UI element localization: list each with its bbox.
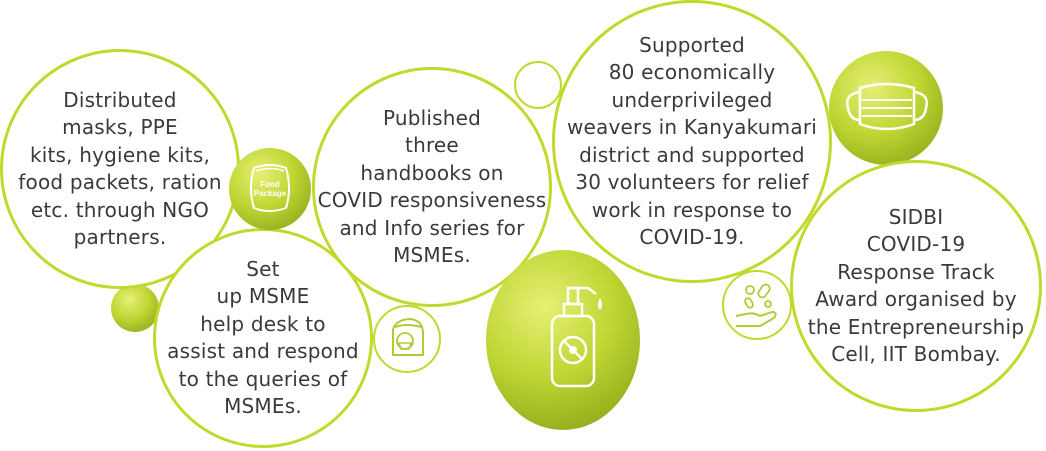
- face-shield-ring: [373, 305, 441, 373]
- text-line: weavers in Kanyakumari: [567, 115, 817, 139]
- text-line: masks, PPE: [62, 115, 178, 139]
- face-shield-icon: [385, 315, 429, 363]
- text-line: COVID responsiveness: [317, 188, 547, 212]
- text-line: Distributed: [63, 87, 177, 112]
- text-line: MSMEs.: [224, 394, 302, 418]
- text-line: partners.: [73, 225, 167, 249]
- text-line: work in response to: [591, 197, 793, 222]
- bubble-award: SIDBI COVID-19 Response Track Award orga…: [790, 160, 1042, 412]
- text-line: Supported: [639, 32, 745, 57]
- bubble-handbooks: Published three handbooks on COVID respo…: [312, 67, 552, 307]
- bubble-award-text: SIDBI COVID-19 Response Track Award orga…: [808, 204, 1024, 369]
- bubble-helpdesk-text: Set up MSME help desk to assist and resp…: [167, 256, 359, 421]
- bubble-weavers-text: Supported 80 economically underprivilege…: [567, 32, 817, 252]
- food-label-line2: Package: [254, 189, 287, 198]
- text-line: Response Track: [837, 259, 995, 284]
- text-line: Set: [246, 256, 280, 281]
- text-line: COVID-19: [866, 232, 966, 256]
- text-line: food packets, ration: [18, 170, 222, 194]
- text-line: up MSME: [216, 284, 310, 308]
- text-line: the Entrepreneurship: [807, 314, 1025, 339]
- decor-ball-small: [111, 284, 159, 332]
- text-line: Published: [382, 105, 482, 130]
- text-line: to the queries of: [178, 366, 348, 391]
- food-label-line1: Food: [260, 180, 280, 189]
- text-line: COVID-19.: [639, 225, 745, 249]
- face-mask-icon: [842, 80, 932, 134]
- text-line: kits, hygiene kits,: [29, 142, 211, 167]
- bubble-distribution-text: Distributed masks, PPE kits, hygiene kit…: [18, 87, 221, 252]
- text-line: and Info series for: [339, 215, 525, 240]
- text-line: three: [405, 133, 459, 157]
- bubble-helpdesk: Set up MSME help desk to assist and resp…: [153, 228, 373, 448]
- decor-ring-small: [514, 61, 562, 109]
- medicine-hand-ring: [722, 270, 792, 340]
- text-line: 30 volunteers for relief: [575, 170, 809, 194]
- bubble-handbooks-text: Published three handbooks on COVID respo…: [318, 105, 547, 270]
- bubble-distribution: Distributed masks, PPE kits, hygiene kit…: [0, 49, 240, 289]
- medicine-hand-icon: [732, 280, 782, 330]
- text-line: handbooks on: [360, 160, 504, 185]
- food-package-icon: Food Package: [246, 162, 294, 214]
- text-line: etc. through NGO: [30, 197, 210, 222]
- text-line: Cell, IIT Bombay.: [831, 342, 1001, 366]
- sanitizer-icon: [538, 282, 610, 392]
- text-line: 80 economically: [608, 60, 776, 84]
- food-package-ball: [229, 148, 311, 230]
- text-line: assist and respond: [167, 339, 359, 363]
- text-line: MSMEs.: [393, 243, 471, 267]
- text-line: SIDBI: [888, 204, 944, 229]
- text-line: district and supported: [579, 142, 805, 167]
- text-line: help desk to: [200, 311, 326, 336]
- text-line: underprivileged: [611, 87, 773, 112]
- bubble-weavers: Supported 80 economically underprivilege…: [552, 0, 832, 283]
- text-line: Award organised by: [815, 287, 1017, 311]
